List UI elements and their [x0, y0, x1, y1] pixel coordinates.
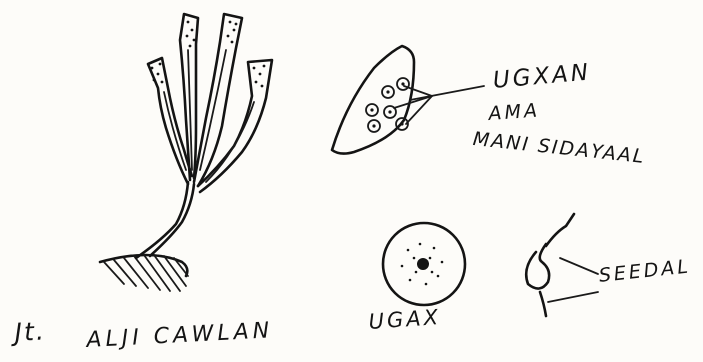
- label-ama: AMA: [488, 101, 541, 124]
- stipe: [136, 182, 188, 258]
- frond-section-outline: [332, 46, 414, 154]
- sperm-cell-body: [526, 244, 549, 289]
- label-ugax: UGAX: [368, 307, 442, 333]
- sperm-pointers: [548, 258, 598, 302]
- egg-cell: [383, 223, 465, 305]
- conceptacle-pointers: [394, 86, 484, 124]
- holdfast-hatching: [104, 255, 188, 291]
- seaweed-plant: [100, 14, 272, 291]
- sperm-flagellum-top: [546, 214, 574, 246]
- sperm-cell: [526, 214, 598, 316]
- frond-section: [332, 46, 484, 154]
- sperm-flagellum-bottom: [540, 292, 546, 316]
- frond-tip-dots: [151, 21, 266, 88]
- egg-cell-nucleus: [417, 258, 429, 270]
- label-jt: Jt.: [14, 318, 46, 345]
